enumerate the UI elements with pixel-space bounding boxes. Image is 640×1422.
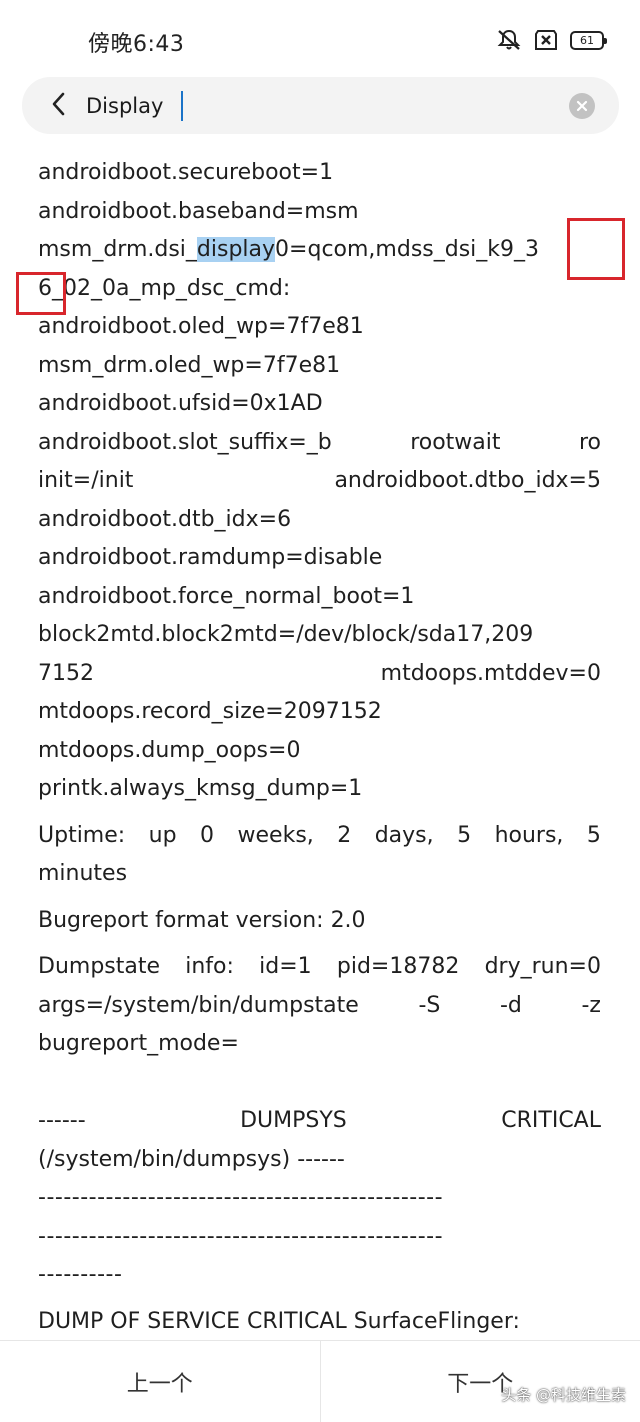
word: ------ [38,1108,86,1133]
word: weeks, [237,822,314,848]
paragraph-gap [38,809,601,817]
text-line: androidboot.dtb_idx=6 [38,506,292,532]
status-icons: 61 [496,28,607,52]
word: CRITICAL [501,1108,601,1133]
word: mtdoops.mtddev=0 [380,660,601,686]
nav-divider [319,1341,321,1422]
word: 2 [337,822,352,848]
search-bar [22,77,619,134]
bugreport-text[interactable]: androidboot.secureboot=1 androidboot.bas… [38,154,601,1340]
text-line: androidboot.secureboot=1 [38,160,334,185]
text-line: androidboot.ufsid=0x1AD [38,391,323,416]
text-line: (/system/bin/dumpsys) ------ [38,1146,345,1172]
back-button[interactable] [36,83,82,129]
status-bar: 傍晚6:43 61 [0,0,640,76]
text-line: Bugreport format version: 2.0 [38,907,366,933]
word: -z [581,992,601,1018]
word: 7152 [38,660,94,686]
text-line: block2mtd.block2mtd=/dev/block/sda17,209 [38,622,534,647]
word: dry_run=0 [484,954,601,979]
battery-icon: 61 [570,30,607,50]
chevron-left-icon [49,91,69,121]
blank-line [38,1064,601,1103]
word: info: [185,954,234,979]
dash-rule: ----------------------------------------… [38,1223,444,1249]
text-fragment: msm_drm.dsi_ [38,237,197,262]
word: Uptime: [38,822,126,848]
text-line-justified: ------ DUMPSYS CRITICAL [38,1102,601,1141]
text-line-justified: 7152 mtdoops.mtddev=0 [38,655,601,694]
text-line: 6_02_0a_mp_dsc_cmd: [38,275,291,301]
text-line: mtdoops.record_size=2097152 [38,699,382,724]
mute-icon [496,28,522,52]
text-line-dsi: msm_drm.dsi_display0=qcom,mdss_dsi_k9_3 [38,231,601,270]
word: args=/system/bin/dumpstate [38,992,359,1018]
text-fragment: 0=qcom,mdss_dsi_k9_3 [275,237,540,262]
text-line: msm_drm.oled_wp=7f7e81 [38,352,341,378]
word: DUMPSYS [240,1108,347,1133]
search-input[interactable] [86,87,556,125]
text-line-justified: Dumpstate info: id=1 pid=18782 dry_run=0 [38,948,601,987]
text-line-justified: Uptime: up 0 weeks, 2 days, 5 hours, 5 [38,817,601,856]
text-line-justified: init=/init androidboot.dtbo_idx=5 [38,462,601,501]
word: pid=18782 [336,954,460,979]
word: androidboot.dtbo_idx=5 [334,468,601,493]
watermark: 头条 @科技维生素 [501,1386,626,1404]
text-line: androidboot.oled_wp=7f7e81 [38,314,364,339]
text-line: androidboot.ramdump=disable [38,545,383,570]
word: Dumpstate [38,954,161,979]
text-caret [181,91,183,121]
text-line: androidboot.baseband=msm [38,198,359,224]
paragraph-gap [38,940,601,948]
word: up [148,822,177,848]
word: init=/init [38,468,134,493]
paragraph-gap [38,1295,601,1303]
word: androidboot.slot_suffix=_b [38,429,332,455]
text-line: mtdoops.dump_oops=0 [38,737,301,763]
word: ro [578,429,601,455]
clear-icon [576,97,588,116]
previous-match-button[interactable]: 上一个 [0,1341,320,1422]
status-time: 傍晚6:43 [88,32,185,57]
word: rootwait [410,429,501,455]
word: -S [418,992,441,1018]
annotation-box [16,272,66,315]
dash-rule: ---------- [38,1262,123,1287]
next-match-button[interactable]: 下一个 [321,1341,640,1422]
word: days, [374,822,434,848]
text-line: printk.always_kmsg_dump=1 [38,776,363,801]
text-line: minutes [38,861,128,886]
search-match-highlight: display [196,237,276,262]
paragraph-gap [38,894,601,902]
bottom-nav: 上一个 下一个 [0,1340,640,1422]
word: id=1 [259,954,312,979]
text-line-justified: args=/system/bin/dumpstate -S -d -z [38,987,601,1026]
word: 5 [586,822,601,848]
text-line: DUMP OF SERVICE CRITICAL SurfaceFlinger: [38,1308,520,1334]
annotation-box [567,218,625,280]
text-line: bugreport_mode= [38,1031,239,1056]
sim-off-icon [534,29,558,51]
battery-level: 61 [580,33,594,47]
text-line: androidboot.force_normal_boot=1 [38,583,415,609]
text-line-justified: androidboot.slot_suffix=_b rootwait ro [38,424,601,463]
word: 0 [200,822,215,848]
word: 5 [457,822,472,848]
word: hours, [494,822,564,848]
word: -d [499,992,522,1018]
clear-button[interactable] [569,93,595,119]
dash-rule: ----------------------------------------… [38,1185,444,1210]
